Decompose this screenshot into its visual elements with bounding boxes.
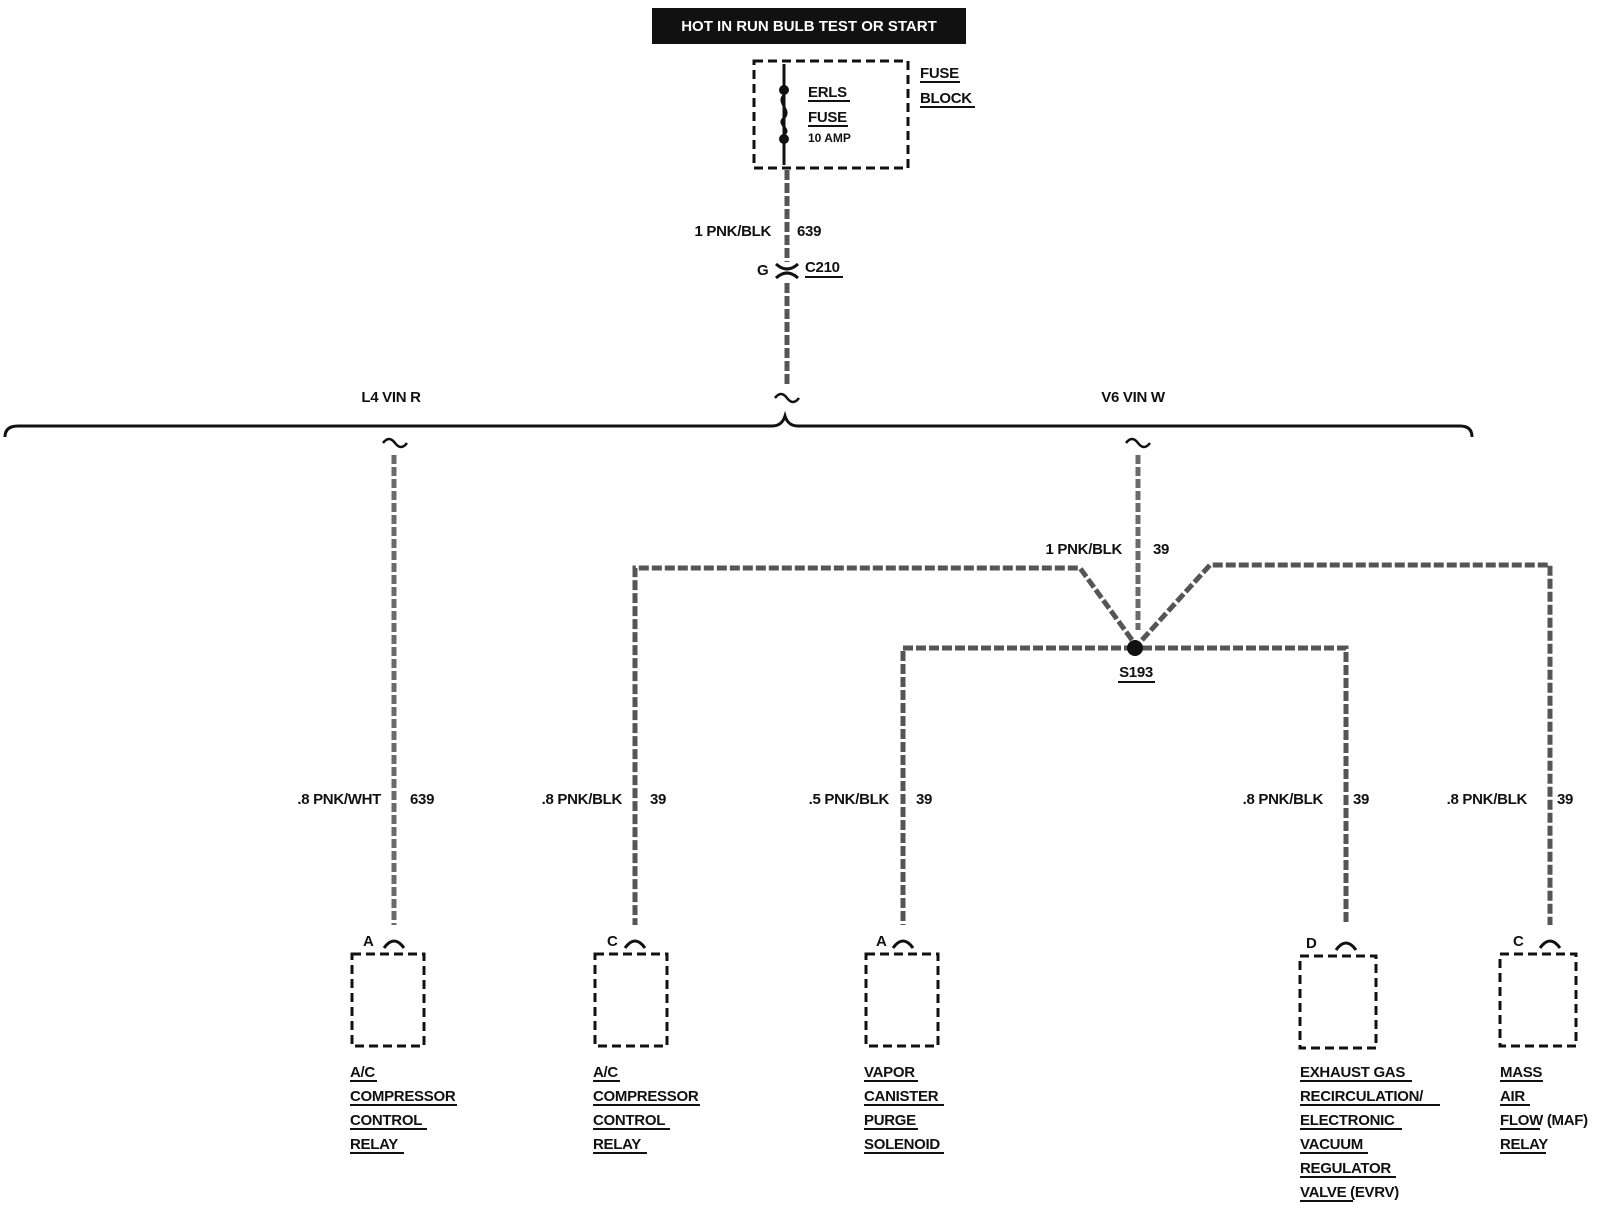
- load-4-circuit: 39: [1353, 791, 1369, 808]
- load-5-name-1: MASS: [1500, 1064, 1542, 1081]
- load-5-wire: .8 PNK/BLK: [1447, 791, 1528, 808]
- load-2-wire: .8 PNK/BLK: [542, 791, 623, 808]
- fuse-name-1: ERLS: [808, 84, 847, 101]
- power-label: HOT IN RUN BULB TEST OR START: [681, 18, 937, 35]
- load-4-name-6: VALVE (EVRV): [1300, 1184, 1399, 1201]
- load-4-name-4: VACUUM: [1300, 1136, 1363, 1153]
- load-1-name-1: A/C: [350, 1064, 375, 1081]
- connector-id: C210: [805, 259, 840, 276]
- connector-c210: G C210: [757, 259, 843, 280]
- load-3-name-4: SOLENOID: [864, 1136, 940, 1153]
- load-3-name-2: CANISTER: [864, 1088, 939, 1105]
- load-2-name-3: CONTROL: [593, 1112, 665, 1129]
- load-5-name-4: RELAY: [1500, 1136, 1548, 1153]
- load-4-wire: .8 PNK/BLK: [1243, 791, 1324, 808]
- load-maf-relay: C MASS AIR FLOW (MAF) RELAY: [1498, 933, 1588, 1154]
- load-1-pin: A: [363, 933, 374, 950]
- connector-pin: G: [757, 262, 768, 279]
- load-3-name-1: VAPOR: [864, 1064, 915, 1081]
- feed-wire-circuit: 639: [797, 223, 821, 240]
- option-brace: [3, 410, 1474, 438]
- load-3-pin: A: [876, 933, 887, 950]
- load-1-circuit: 639: [410, 791, 434, 808]
- splice-feed-label: 1 PNK/BLK: [1046, 541, 1123, 558]
- load-5-name-2: AIR: [1500, 1088, 1525, 1105]
- feed-wire: 1 PNK/BLK 639: [695, 170, 821, 384]
- load-5-circuit: 39: [1557, 791, 1573, 808]
- fuse-name-2: FUSE: [808, 109, 847, 126]
- load-4-name-3: ELECTRONIC: [1300, 1112, 1395, 1129]
- fuse-icon: [780, 94, 788, 136]
- load-egr-evrv: D EXHAUST GAS RECIRCULATION/ ELECTRONIC …: [1298, 935, 1440, 1202]
- load-1-wire: .8 PNK/WHT: [297, 791, 381, 808]
- break-symbol-right: [1125, 437, 1151, 449]
- load-5-pin: C: [1513, 933, 1524, 950]
- splice-distribution: S193: [632, 562, 1553, 925]
- load-4-name-5: REGULATOR: [1300, 1160, 1391, 1177]
- load-ac-relay-l4: A A/C COMPRESSOR CONTROL RELAY: [350, 933, 457, 1154]
- load-2-pin: C: [607, 933, 618, 950]
- load-1-name-3: CONTROL: [350, 1112, 422, 1129]
- load-1-name-2: COMPRESSOR: [350, 1088, 456, 1105]
- load-2-circuit: 39: [650, 791, 666, 808]
- fuse-rating: 10 AMP: [808, 131, 851, 145]
- load-5-name-3: FLOW (MAF): [1500, 1112, 1588, 1129]
- load-3-circuit: 39: [916, 791, 932, 808]
- break-symbol-left: [382, 437, 408, 449]
- branch-right-label: V6 VIN W: [1101, 389, 1166, 406]
- splice-feed-circuit: 39: [1153, 541, 1169, 558]
- load-4-name-1: EXHAUST GAS: [1300, 1064, 1405, 1081]
- fuse-block: ERLS FUSE 10 AMP FUSE BLOCK: [752, 59, 975, 170]
- load-ac-relay-v6: C A/C COMPRESSOR CONTROL RELAY: [593, 933, 700, 1154]
- load-2-name-1: A/C: [593, 1064, 618, 1081]
- load-4-name-2: RECIRCULATION/: [1300, 1088, 1424, 1105]
- feed-wire-label: 1 PNK/BLK: [695, 223, 772, 240]
- load-2-name-4: RELAY: [593, 1136, 641, 1153]
- load-1-name-4: RELAY: [350, 1136, 398, 1153]
- wire-labels: .8 PNK/WHT 639 .8 PNK/BLK 39 .5 PNK/BLK …: [297, 791, 1573, 808]
- load-3-wire: .5 PNK/BLK: [809, 791, 890, 808]
- power-header: HOT IN RUN BULB TEST OR START: [652, 8, 966, 44]
- load-vapor-canister-purge: A VAPOR CANISTER PURGE SOLENOID: [864, 933, 944, 1154]
- load-4-pin: D: [1306, 935, 1317, 952]
- fuse-block-label-2: BLOCK: [920, 90, 972, 107]
- load-2-name-2: COMPRESSOR: [593, 1088, 699, 1105]
- fuse-block-label-1: FUSE: [920, 65, 959, 82]
- splice-id: S193: [1119, 664, 1153, 681]
- branch-left-label: L4 VIN R: [361, 389, 421, 406]
- load-3-name-3: PURGE: [864, 1112, 916, 1129]
- break-symbol-top: [774, 392, 800, 404]
- splice-dot: [1127, 640, 1143, 656]
